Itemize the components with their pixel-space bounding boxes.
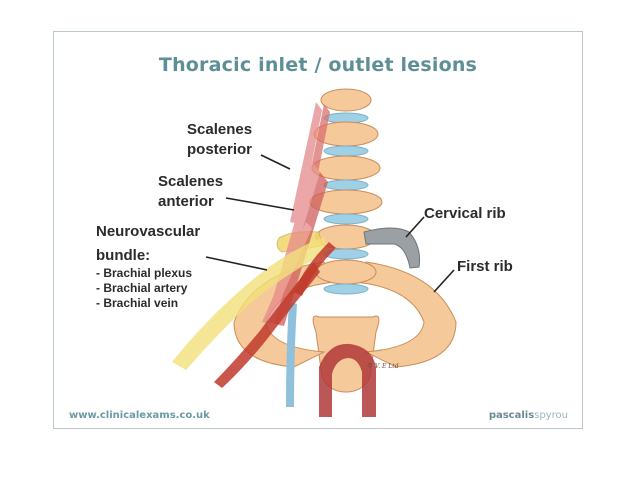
bundle-item-brachial-plexus: - Brachial plexus [96, 266, 193, 280]
brachial-artery [214, 262, 320, 388]
brachial-vein [286, 302, 297, 407]
neurovascular-line2: bundle: [96, 247, 151, 264]
label-cervical-rib: Cervical rib [424, 205, 506, 222]
brand-main: pascalis [488, 410, 535, 421]
brand-accent: spyrou [534, 410, 568, 421]
footer-brand: pascalisspyrou [489, 410, 568, 421]
label-first-rib: First rib [457, 258, 513, 275]
bundle-item-brachial-vein: - Brachial vein [96, 296, 179, 310]
slide-title: Thoracic inlet / outlet lesions [158, 54, 478, 76]
brachial-plexus [172, 237, 328, 370]
cervical-rib-shape [363, 227, 420, 269]
label-neurovascular-bundle: Neurovascular bundle: - Brachial plexus … [96, 222, 200, 311]
slide: Thoracic inlet / outlet lesions [53, 31, 583, 429]
aortic-arch [319, 343, 376, 417]
bundle-item-brachial-artery: - Brachial artery [96, 281, 188, 295]
neurovascular-line1: Neurovascular [96, 223, 201, 240]
scalenes-anterior-line1: Scalenes [158, 173, 224, 190]
first-rib-right [353, 261, 457, 368]
scalenes-posterior-line2: posterior [187, 141, 253, 158]
footer-website: www.clinicalexams.co.uk [69, 410, 210, 421]
subclavian-artery [294, 242, 336, 296]
label-scalenes-posterior: Scalenes posterior [187, 120, 252, 160]
scalenes-posterior-line1: Scalenes [187, 121, 253, 138]
anatomy-illustration [172, 88, 457, 417]
pointer-lines [205, 154, 455, 293]
label-scalenes-anterior: Scalenes anterior [158, 172, 223, 212]
scalenes-anterior-line2: anterior [158, 193, 214, 210]
copyright-mark: © V. E Ltd [367, 363, 399, 370]
